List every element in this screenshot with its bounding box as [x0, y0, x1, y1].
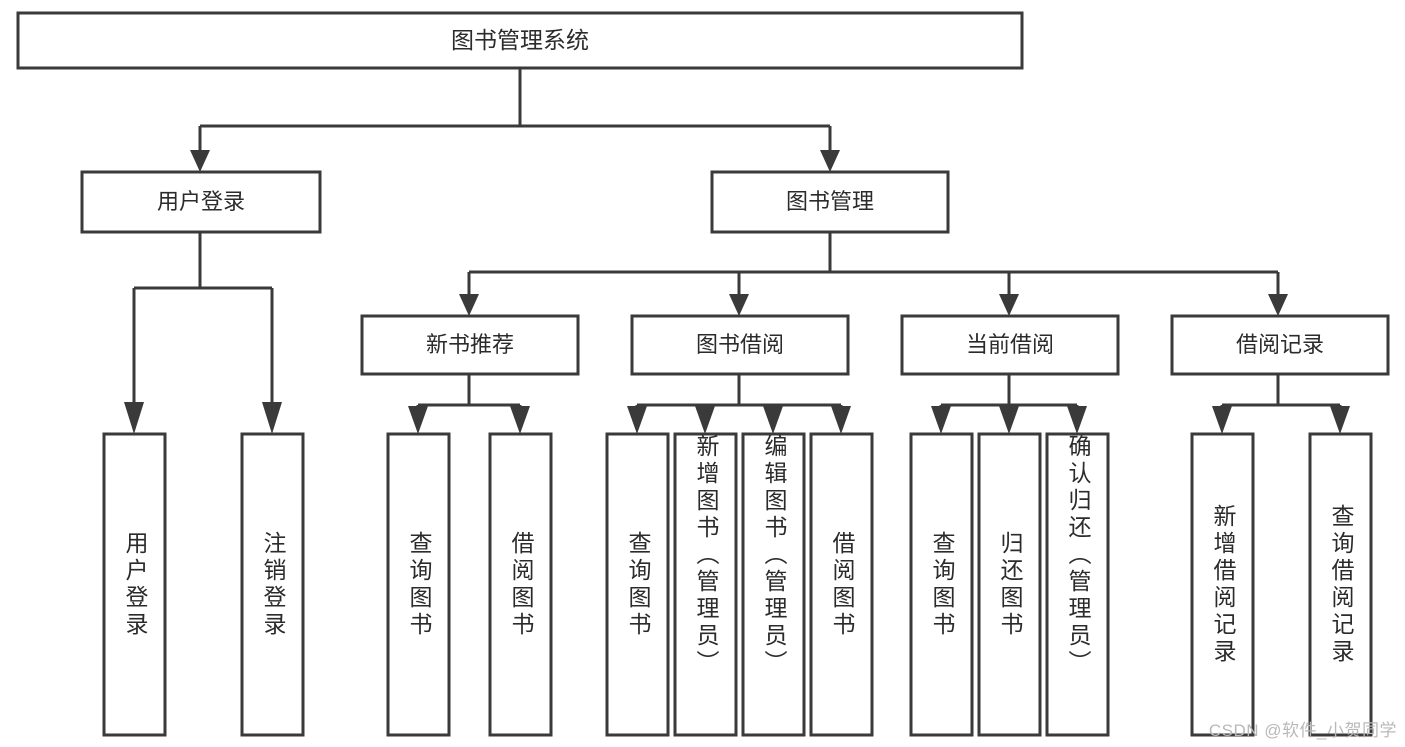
arrowhead-book-borrow	[729, 294, 749, 316]
arrowhead-leaf-logout	[262, 402, 282, 434]
leaf-node-bb-add-book[interactable]	[673, 432, 738, 737]
arrowhead-leaf-cb-return	[999, 406, 1019, 434]
leaf-node-cb-return-book[interactable]	[977, 432, 1042, 737]
node-user-login[interactable]	[80, 170, 322, 234]
arrowhead-borrow-record	[1268, 294, 1288, 316]
leaf-node-br-query-record[interactable]	[1308, 432, 1373, 737]
node-user-login-label: 用户登录	[157, 189, 245, 214]
node-book-borrow[interactable]	[630, 314, 850, 376]
arrowhead-leaf-cb-query	[931, 406, 951, 434]
node-book-manage-label: 图书管理	[786, 189, 874, 214]
leaf-node-nb-borrow-book[interactable]	[488, 432, 553, 737]
leaf-node-user-login[interactable]	[102, 432, 167, 737]
arrowhead-current-borrow	[999, 294, 1019, 316]
arrowhead-book-manage	[820, 150, 840, 172]
leaf-node-bb-query-book[interactable]	[605, 432, 670, 737]
arrowhead-leaf-bb-query	[627, 406, 647, 434]
arrowhead-user-login	[190, 150, 210, 172]
node-new-book-recommend[interactable]	[360, 314, 580, 376]
arrowhead-new-book	[459, 294, 479, 316]
node-current-borrow-label: 当前借阅	[966, 332, 1054, 357]
arrowhead-leaf-user-login	[124, 402, 144, 434]
node-root-system-label: 图书管理系统	[451, 27, 589, 53]
arrowhead-leaf-nb-borrow	[510, 406, 530, 434]
arrowhead-leaf-nb-query	[408, 406, 428, 434]
leaf-node-bb-edit-book[interactable]	[741, 432, 806, 737]
node-borrow-record[interactable]	[1170, 314, 1390, 376]
csdn-watermark: CSDN @软件_小贺同学	[1208, 721, 1397, 740]
leaf-node-logout[interactable]	[240, 432, 305, 737]
arrowhead-leaf-bb-borrow	[831, 406, 851, 434]
arrowhead-leaf-cb-confirm	[1067, 406, 1087, 434]
node-root-system[interactable]	[16, 11, 1024, 70]
leaf-node-nb-query-book[interactable]	[386, 432, 451, 737]
node-book-borrow-label: 图书借阅	[696, 332, 784, 357]
node-book-manage[interactable]	[710, 170, 950, 234]
leaf-node-bb-borrow-book[interactable]	[809, 432, 874, 737]
arrowhead-leaf-bb-edit	[763, 406, 783, 434]
arrowhead-leaf-br-add	[1212, 406, 1232, 434]
node-current-borrow[interactable]	[900, 314, 1120, 376]
node-new-book-recommend-label: 新书推荐	[426, 332, 514, 357]
arrowhead-leaf-br-query	[1330, 406, 1350, 434]
leaf-node-cb-query-book[interactable]	[909, 432, 974, 737]
node-borrow-record-label: 借阅记录	[1236, 332, 1324, 357]
leaf-node-cb-confirm-return[interactable]	[1045, 432, 1110, 737]
leaf-node-br-add-record[interactable]	[1190, 432, 1255, 737]
arrowhead-leaf-bb-add	[695, 406, 715, 434]
